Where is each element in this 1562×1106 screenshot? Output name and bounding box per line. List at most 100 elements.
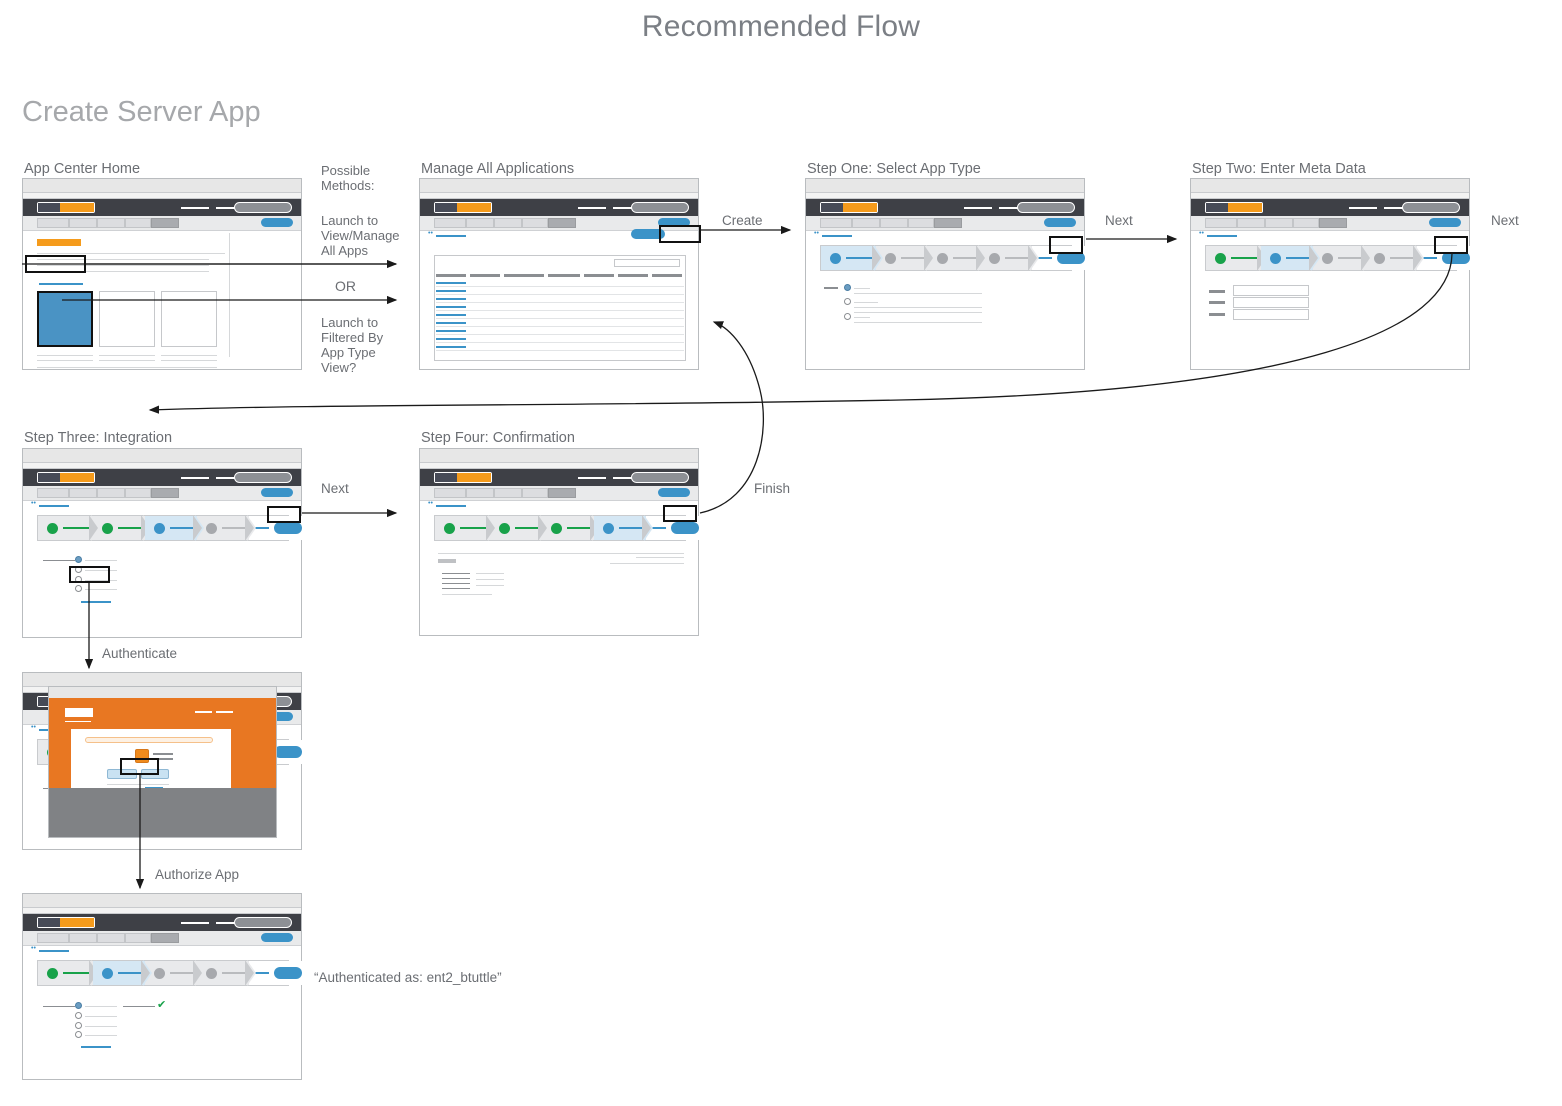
table-row[interactable] <box>436 330 466 332</box>
radio-option-2[interactable] <box>844 298 851 305</box>
subnav-primary-button[interactable] <box>1044 218 1076 227</box>
subnav-tab-2[interactable] <box>69 218 97 228</box>
table-column-header[interactable] <box>504 274 544 277</box>
user-account-pill[interactable] <box>234 202 292 213</box>
subnav-tab-3[interactable] <box>97 933 125 943</box>
subnav-tab-4[interactable] <box>522 218 548 228</box>
table-row[interactable] <box>436 338 466 340</box>
wizard-step-3[interactable] <box>1313 245 1372 271</box>
subnav-tab-2[interactable] <box>852 218 880 228</box>
table-column-header[interactable] <box>618 274 648 277</box>
subnav-tab-1[interactable] <box>434 488 466 498</box>
table-row[interactable] <box>436 314 466 316</box>
subnav-tab-1[interactable] <box>1205 218 1237 228</box>
subnav-tab-active[interactable] <box>151 218 179 228</box>
subnav-primary-button[interactable] <box>261 933 293 942</box>
meta-field-1[interactable] <box>1233 285 1309 296</box>
nav-link-2[interactable] <box>999 207 1027 209</box>
app-tile[interactable] <box>161 291 217 347</box>
user-account-pill[interactable] <box>1402 202 1460 213</box>
subnav-tab-4[interactable] <box>522 488 548 498</box>
wizard-step-4[interactable] <box>197 515 256 541</box>
create-app-button[interactable] <box>631 229 665 239</box>
radio-option-1[interactable] <box>75 1002 82 1009</box>
nav-link-2[interactable] <box>216 207 244 209</box>
breadcrumb[interactable] <box>1207 235 1237 237</box>
breadcrumb[interactable] <box>39 950 69 952</box>
inline-link[interactable] <box>39 283 83 285</box>
app-tile[interactable] <box>99 291 155 347</box>
nav-link-1[interactable] <box>1349 207 1377 209</box>
nav-link-2[interactable] <box>216 477 244 479</box>
nav-link-1[interactable] <box>181 207 209 209</box>
table-row[interactable] <box>436 346 466 348</box>
wizard-step-1[interactable] <box>821 245 883 271</box>
subnav-tab-2[interactable] <box>69 488 97 498</box>
table-row[interactable] <box>436 282 466 284</box>
radio-option-4[interactable] <box>75 1031 82 1038</box>
radio-option-3[interactable] <box>75 1022 82 1029</box>
nav-link-1[interactable] <box>578 477 606 479</box>
radio-option-3[interactable] <box>844 313 851 320</box>
radio-option-1[interactable] <box>75 556 82 563</box>
wizard-step-1[interactable] <box>435 515 497 541</box>
subnav-tab-active[interactable] <box>1319 218 1347 228</box>
nav-link-1[interactable] <box>181 477 209 479</box>
nav-link-2[interactable] <box>216 922 244 924</box>
subnav-tab-4[interactable] <box>125 488 151 498</box>
breadcrumb[interactable] <box>436 505 466 507</box>
wizard-step-3[interactable] <box>145 515 204 541</box>
table-search-input[interactable] <box>614 259 680 267</box>
subnav-primary-button[interactable] <box>261 712 293 721</box>
subnav-tab-1[interactable] <box>37 933 69 943</box>
user-account-pill[interactable] <box>234 917 292 928</box>
wizard-finish-button[interactable] <box>671 522 699 534</box>
table-column-header[interactable] <box>584 274 614 277</box>
breadcrumb[interactable] <box>436 235 466 237</box>
subnav-tab-active[interactable] <box>548 218 576 228</box>
subnav-tab-2[interactable] <box>1237 218 1265 228</box>
subnav-tab-1[interactable] <box>434 218 466 228</box>
wizard-next-button[interactable] <box>274 967 302 979</box>
subnav-primary-button[interactable] <box>658 218 690 227</box>
subnav-tab-active[interactable] <box>934 218 962 228</box>
radio-option-2[interactable] <box>75 1012 82 1019</box>
app-tile-selected[interactable] <box>37 291 93 347</box>
subnav-tab-1[interactable] <box>37 218 69 228</box>
nav-link-2[interactable] <box>613 207 641 209</box>
wizard-step-2[interactable] <box>876 245 935 271</box>
subnav-tab-4[interactable] <box>125 933 151 943</box>
subnav-tab-2[interactable] <box>466 218 494 228</box>
subnav-tab-1[interactable] <box>820 218 852 228</box>
subnav-tab-active[interactable] <box>151 488 179 498</box>
subnav-tab-active[interactable] <box>548 488 576 498</box>
oauth-footnote-link[interactable] <box>145 787 163 789</box>
table-column-header[interactable] <box>436 274 466 277</box>
wizard-step-2[interactable] <box>1261 245 1320 271</box>
authenticate-link[interactable] <box>81 1046 111 1048</box>
nav-link-1[interactable] <box>578 207 606 209</box>
table-column-header[interactable] <box>652 274 682 277</box>
wizard-step-3[interactable] <box>145 960 204 986</box>
oauth-header-link-1[interactable] <box>195 711 212 713</box>
wizard-next-button[interactable] <box>274 522 302 534</box>
wizard-step-1[interactable] <box>1206 245 1268 271</box>
subnav-tab-4[interactable] <box>125 218 151 228</box>
wizard-next-button[interactable] <box>274 746 302 758</box>
subnav-primary-button[interactable] <box>261 218 293 227</box>
nav-link-1[interactable] <box>181 922 209 924</box>
subnav-primary-button[interactable] <box>261 488 293 497</box>
subnav-tab-3[interactable] <box>97 218 125 228</box>
wizard-step-4[interactable] <box>197 960 256 986</box>
wizard-step-3[interactable] <box>542 515 601 541</box>
table-row[interactable] <box>436 306 466 308</box>
subnav-tab-3[interactable] <box>1265 218 1293 228</box>
meta-field-3[interactable] <box>1233 309 1309 320</box>
breadcrumb[interactable] <box>822 235 852 237</box>
table-row[interactable] <box>436 290 466 292</box>
table-column-header[interactable] <box>548 274 580 277</box>
nav-link-2[interactable] <box>1384 207 1412 209</box>
subnav-tab-active[interactable] <box>151 933 179 943</box>
wizard-step-4[interactable] <box>980 245 1039 271</box>
nav-link-1[interactable] <box>964 207 992 209</box>
